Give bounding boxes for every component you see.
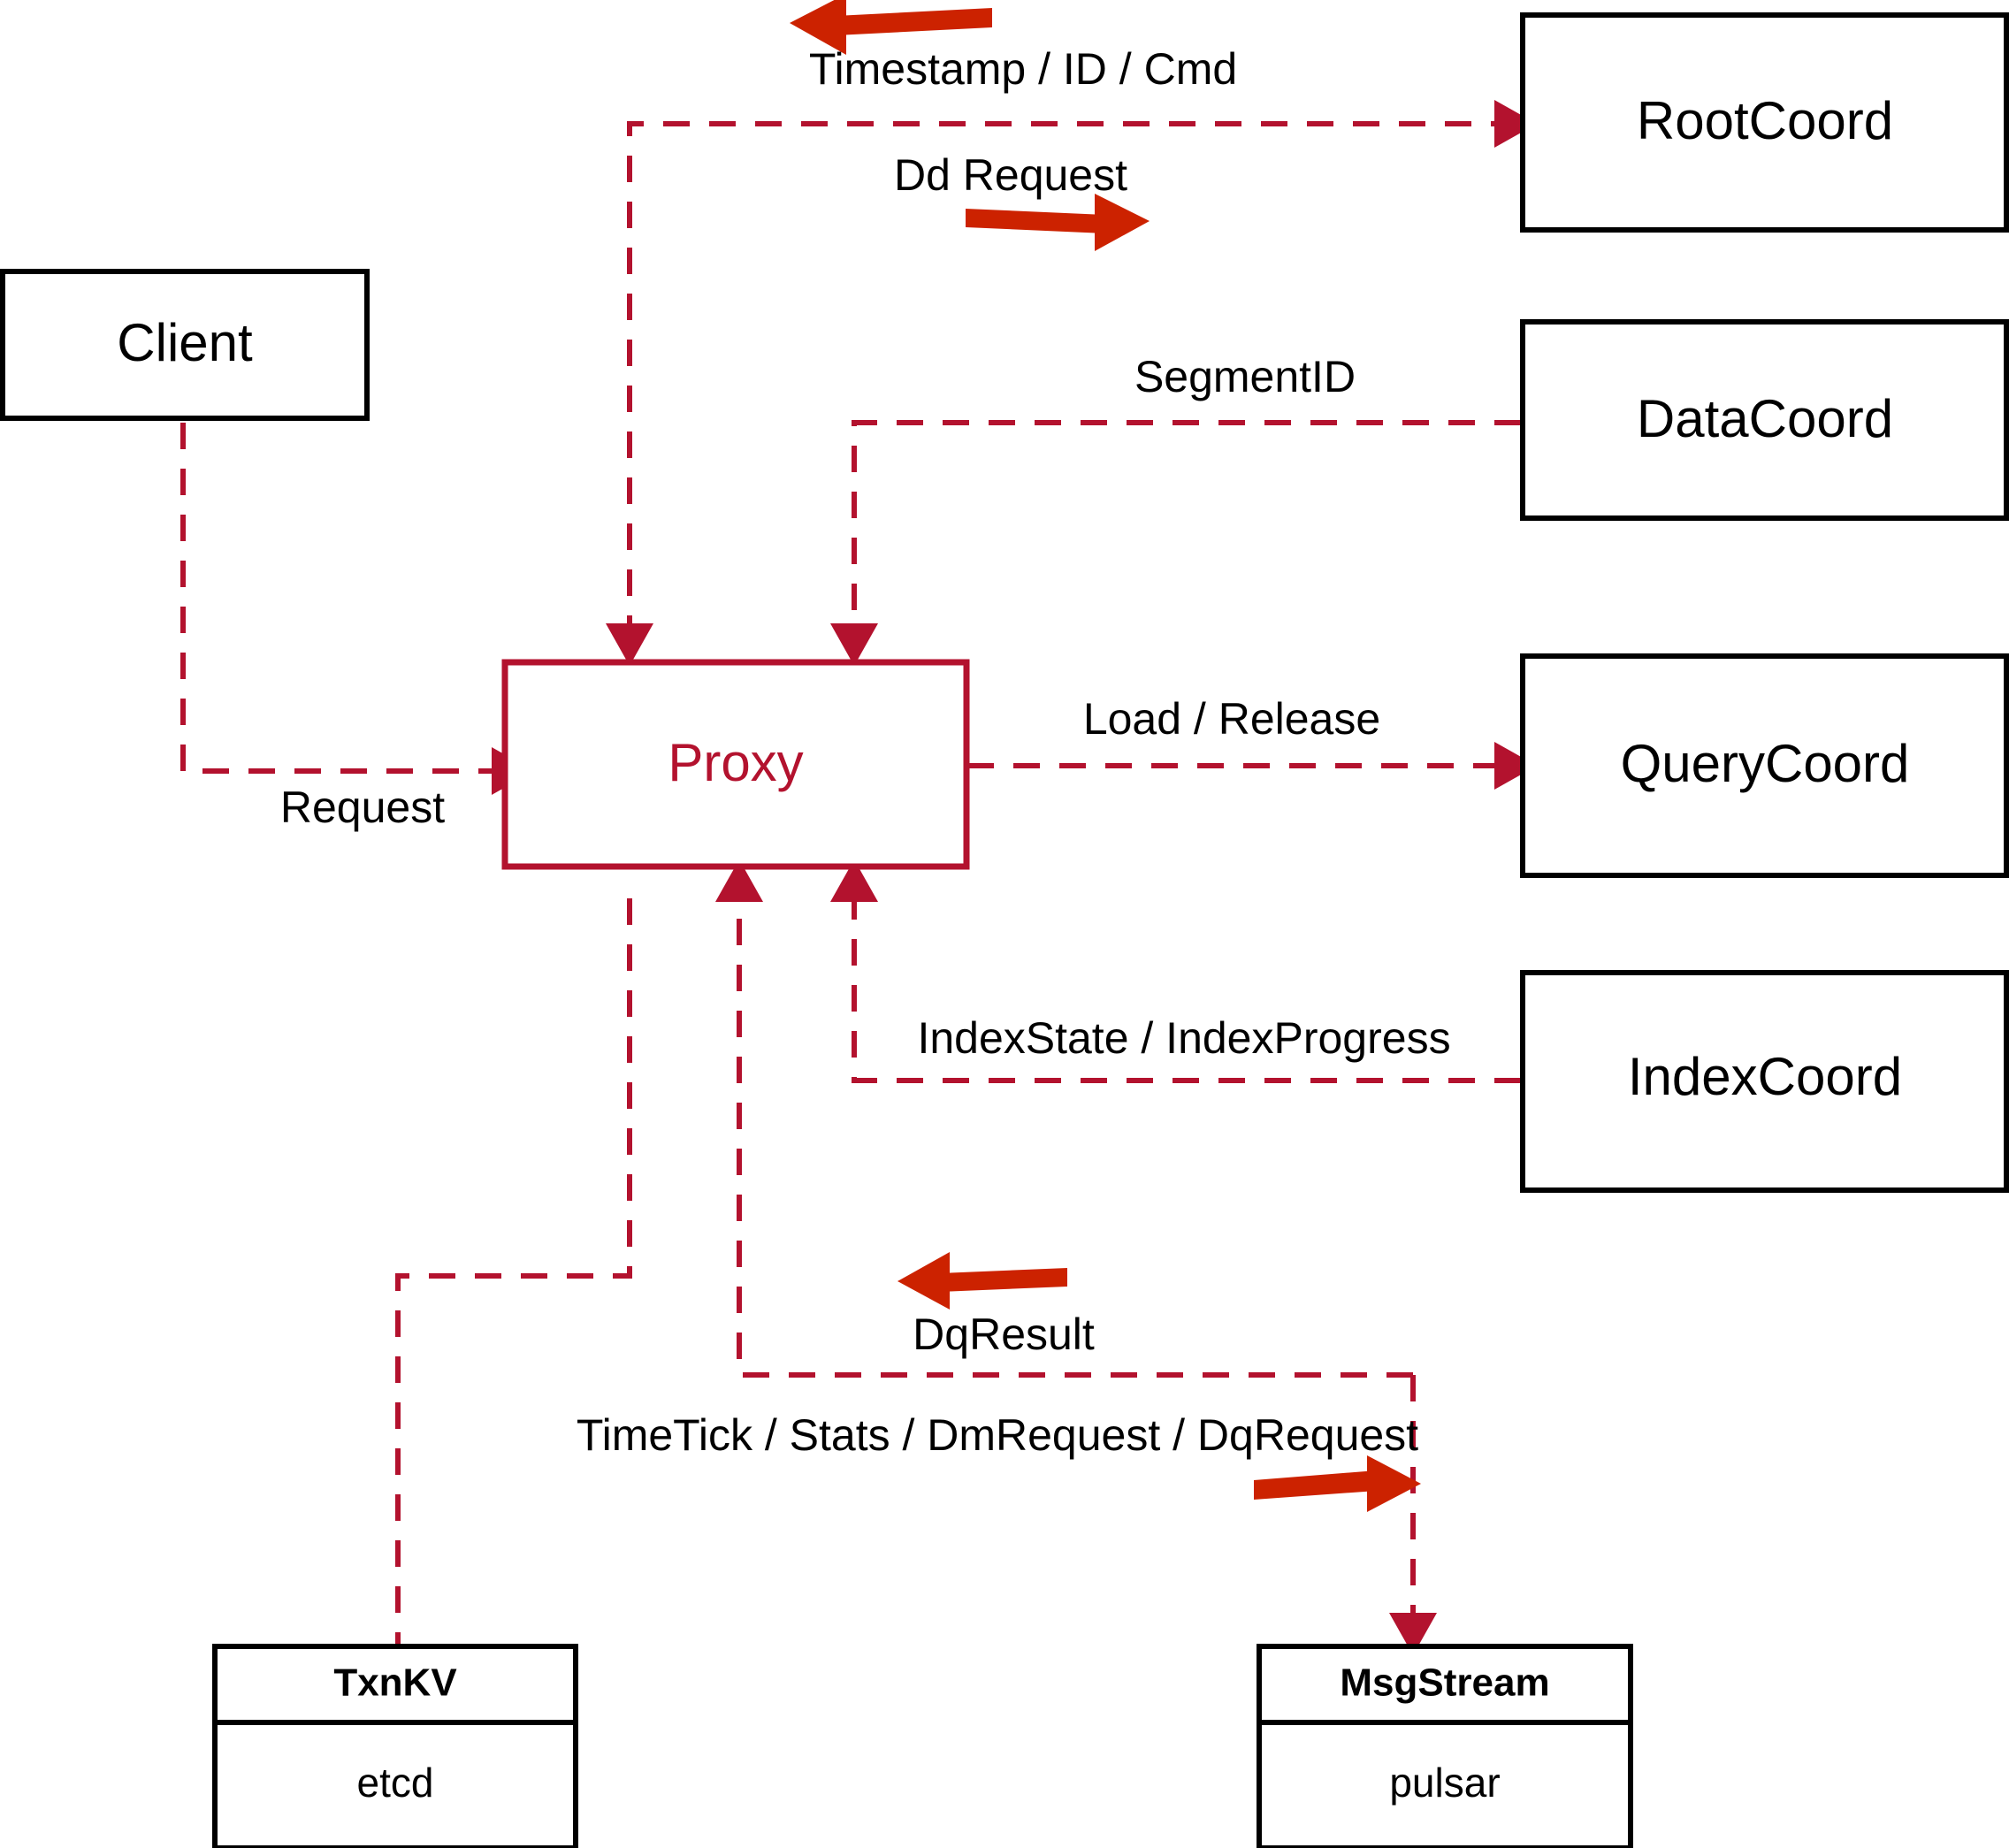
edge-label-request: Request — [280, 783, 445, 832]
edge-segment-id — [830, 420, 1521, 666]
edge-segment-id-arrowhead — [830, 623, 878, 666]
node-msgstream-box[interactable] — [1257, 1644, 1633, 1848]
edge-proxy-txnkv-path — [395, 898, 632, 1646]
node-msgstream-impl-label: pulsar — [1389, 1760, 1500, 1806]
node-msgstream-label: MsgStream — [1340, 1661, 1549, 1705]
edge-dd-request — [606, 100, 1537, 666]
node-query-coord-box[interactable] — [1520, 653, 2009, 878]
node-data-coord-box[interactable] — [1520, 319, 2009, 521]
edge-label-dq-result: DqResult — [913, 1310, 1095, 1359]
node-txnkv-impl-label: etcd — [357, 1760, 434, 1806]
edge-load-release — [967, 742, 1537, 790]
flow-arrow-dd-request — [966, 194, 1150, 251]
edge-timetick-stats — [1389, 1375, 1437, 1655]
node-proxy-label: Proxy — [668, 733, 803, 792]
edge-label-timetick-stats: TimeTick / Stats / DmRequest / DqRequest — [577, 1410, 1418, 1460]
node-index-coord-label: IndexCoord — [1628, 1047, 1902, 1106]
edge-label-timestamp-id-cmd: Timestamp / ID / Cmd — [809, 44, 1237, 94]
edge-label-segment-id: SegmentID — [1134, 352, 1356, 401]
edge-index-state-path — [852, 898, 1521, 1083]
node-root-coord-box[interactable] — [1520, 12, 2009, 233]
edge-dq-result — [715, 859, 1413, 1378]
node-msgstream[interactable]: MsgStream pulsar — [1257, 1644, 1633, 1848]
node-proxy-box[interactable] — [501, 659, 970, 870]
node-index-coord[interactable]: IndexCoord — [1520, 970, 2009, 1193]
node-proxy[interactable]: Proxy — [501, 659, 970, 870]
node-txnkv[interactable]: TxnKV etcd — [212, 1644, 578, 1848]
edge-proxy-txnkv — [395, 898, 632, 1646]
flow-arrow-timetick — [1254, 1455, 1421, 1512]
edge-request — [180, 423, 534, 795]
flow-arrow-timestamp-id-cmd — [790, 0, 992, 55]
edge-load-release-arrowhead — [1494, 742, 1537, 790]
edge-dq-result-path — [737, 898, 1413, 1378]
edge-dd-request-path — [627, 121, 1517, 630]
edge-index-state — [830, 859, 1521, 1083]
node-root-coord[interactable]: RootCoord — [1520, 12, 2009, 233]
edge-dq-result-arrowhead — [715, 859, 763, 902]
node-index-coord-box[interactable] — [1520, 970, 2009, 1193]
edge-dd-request-arrowhead — [1494, 100, 1537, 148]
edge-index-state-arrowhead — [830, 859, 878, 902]
node-query-coord-label: QueryCoord — [1621, 734, 1910, 793]
edge-label-load-release: Load / Release — [1083, 694, 1380, 744]
edge-label-dd-request: Dd Request — [894, 150, 1127, 200]
edge-segment-id-path — [852, 420, 1521, 630]
flow-arrow-dq-result — [898, 1252, 1067, 1310]
edge-timetick-stats-arrowhead — [1389, 1613, 1437, 1655]
node-root-coord-label: RootCoord — [1637, 91, 1893, 150]
edge-request-path — [180, 423, 492, 774]
node-txnkv-label: TxnKV — [333, 1661, 457, 1705]
edge-label-index-state: IndexState / IndexProgress — [917, 1013, 1450, 1063]
node-client-box[interactable] — [0, 269, 370, 421]
node-data-coord[interactable]: DataCoord — [1520, 319, 2009, 521]
node-query-coord[interactable]: QueryCoord — [1520, 653, 2009, 878]
node-client[interactable]: Client — [0, 269, 370, 421]
node-data-coord-label: DataCoord — [1637, 389, 1893, 448]
node-txnkv-box[interactable] — [212, 1644, 578, 1848]
edge-dd-request-down-arrowhead — [606, 623, 653, 666]
node-client-label: Client — [117, 313, 253, 372]
